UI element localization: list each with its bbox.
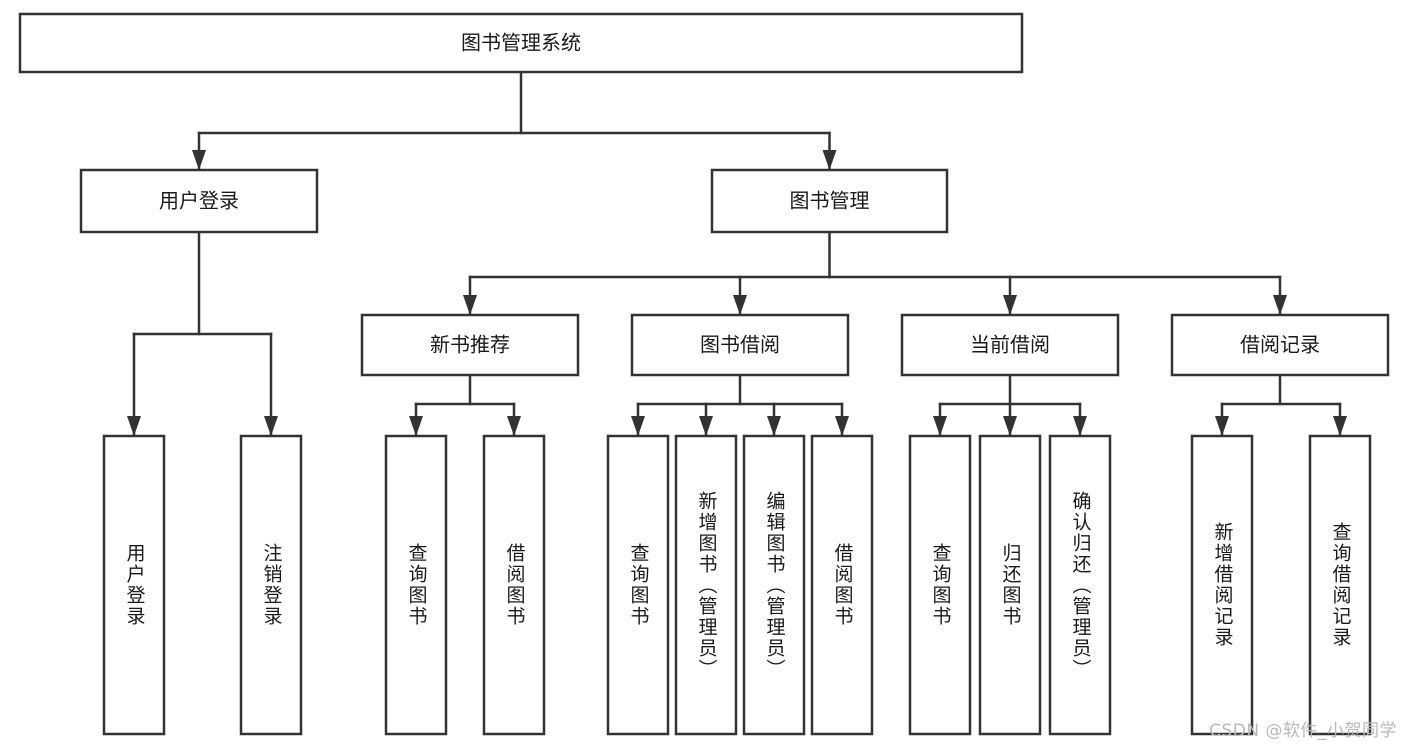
- arrow-head-icon-leaf-query-book-borrow: [631, 416, 645, 436]
- node-box-book-manage[interactable]: [710, 168, 949, 234]
- node-box-leaf-edit-book[interactable]: [742, 434, 806, 736]
- arrow-head-icon-leaf-confirm-return: [1073, 416, 1087, 436]
- arrow-head-icon-root-1: [822, 150, 837, 170]
- arrow-head-icon-leaf-query-book-rec: [409, 416, 423, 436]
- node-box-root[interactable]: [18, 12, 1024, 74]
- node-box-current-borrow[interactable]: [900, 313, 1120, 377]
- node-box-user-login[interactable]: [79, 168, 319, 234]
- arrow-head-icon-leaf-edit-book: [767, 416, 781, 436]
- arrow-head-icon-leaf-add-record: [1215, 416, 1229, 436]
- arrow-head-icon-lvl3-2: [1003, 295, 1017, 315]
- arrow-head-icon-root-0: [192, 150, 206, 170]
- node-label-borrow-record: 借阅记录: [1240, 333, 1320, 357]
- arrow-head-icon-leaf-user-logout: [264, 416, 278, 436]
- node-box-leaf-query-book-cur[interactable]: [908, 434, 972, 736]
- node-box-layer: [18, 12, 1390, 736]
- arrow-head-icon-leaf-add-book: [699, 416, 713, 436]
- node-label-book-borrow: 图书借阅: [700, 333, 780, 357]
- node-box-leaf-borrow-book[interactable]: [810, 434, 874, 736]
- node-label-current-borrow: 当前借阅: [970, 333, 1050, 357]
- node-box-new-book-rec[interactable]: [360, 313, 580, 377]
- node-box-leaf-borrow-book-rec[interactable]: [482, 434, 546, 736]
- node-label-book-manage: 图书管理: [790, 189, 870, 213]
- arrow-head-icon-leaf-user-login: [127, 416, 141, 436]
- arrow-head-icon-lvl3-0: [463, 295, 477, 315]
- watermark: CSDN @软件_小贺同学: [1209, 721, 1397, 741]
- arrow-head-icon-leaf-borrow-book: [835, 416, 849, 436]
- node-box-leaf-add-record[interactable]: [1190, 434, 1254, 736]
- arrow-head-icon-lvl3-1: [733, 295, 747, 315]
- node-label-new-book-rec: 新书推荐: [430, 333, 510, 357]
- node-box-leaf-return-book[interactable]: [978, 434, 1042, 736]
- node-box-borrow-record[interactable]: [1170, 313, 1390, 377]
- node-label-user-login: 用户登录: [159, 189, 239, 213]
- arrow-head-icon-leaf-query-record: [1333, 416, 1347, 436]
- connector-layer: [127, 70, 1347, 438]
- arrow-head-icon-leaf-query-book-cur: [933, 416, 947, 436]
- arrow-head-icon-lvl3-3: [1273, 295, 1287, 315]
- node-box-book-borrow[interactable]: [630, 313, 850, 377]
- node-box-leaf-user-logout[interactable]: [239, 434, 303, 736]
- node-box-leaf-query-book-borrow[interactable]: [606, 434, 670, 736]
- node-box-leaf-add-book[interactable]: [674, 434, 738, 736]
- node-box-leaf-query-record[interactable]: [1308, 434, 1372, 736]
- arrow-head-icon-leaf-return-book: [1003, 416, 1017, 436]
- node-box-leaf-confirm-return[interactable]: [1048, 434, 1112, 736]
- node-box-leaf-query-book-rec[interactable]: [384, 434, 448, 736]
- node-box-leaf-user-login[interactable]: [102, 434, 166, 736]
- arrow-head-icon-leaf-borrow-book-rec: [507, 416, 521, 436]
- node-label-root: 图书管理系统: [461, 31, 581, 55]
